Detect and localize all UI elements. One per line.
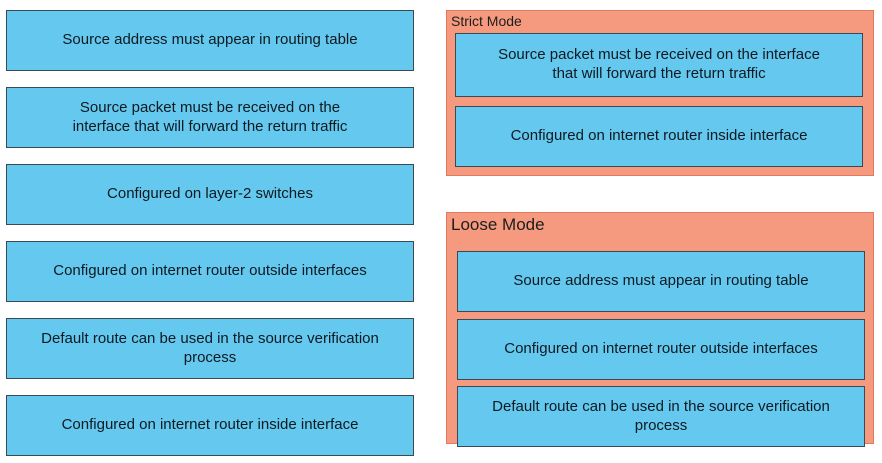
loose-mode-title: Loose Mode	[451, 215, 545, 234]
source-item-outside-interfaces[interactable]: Configured on internet router outside in…	[6, 241, 414, 302]
strict-mode-item-inside-interface[interactable]: Configured on internet router inside int…	[455, 106, 863, 167]
strict-mode-zone[interactable]: Strict Mode Source packet must be receiv…	[446, 10, 874, 176]
strict-mode-item-same-interface-return-traffic[interactable]: Source packet must be received on the in…	[455, 33, 863, 97]
source-item-same-interface-return-traffic[interactable]: Source packet must be received on the in…	[6, 87, 414, 148]
strict-mode-title: Strict Mode	[451, 13, 522, 29]
source-item-source-address-in-routing-table[interactable]: Source address must appear in routing ta…	[6, 10, 414, 71]
loose-mode-item-default-route-verification[interactable]: Default route can be used in the source …	[457, 386, 865, 447]
loose-mode-zone[interactable]: Loose Mode Source address must appear in…	[446, 212, 874, 447]
source-item-default-route-verification[interactable]: Default route can be used in the source …	[6, 318, 414, 379]
source-item-inside-interface[interactable]: Configured on internet router inside int…	[6, 395, 414, 456]
loose-mode-item-outside-interfaces[interactable]: Configured on internet router outside in…	[457, 319, 865, 380]
source-item-layer2-switches[interactable]: Configured on layer-2 switches	[6, 164, 414, 225]
loose-mode-item-source-address-in-routing-table[interactable]: Source address must appear in routing ta…	[457, 251, 865, 312]
